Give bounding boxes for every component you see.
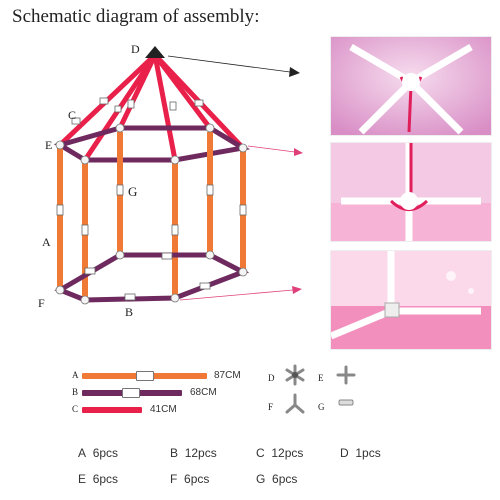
- base-connector-photo: [330, 250, 492, 350]
- pole-clips: [56, 97, 247, 301]
- counts-row-1: A 6pcs B 12pcs C 12pcs D 1pcs: [0, 446, 500, 464]
- count-b: B 12pcs: [170, 446, 217, 460]
- label-a: A: [42, 235, 51, 249]
- pole-b-letter: B: [72, 387, 79, 397]
- label-b: B: [125, 305, 134, 319]
- count-a: A 6pcs: [78, 446, 119, 460]
- pole-a-bar: [82, 371, 207, 381]
- side-connector-photo: [330, 142, 492, 242]
- label-f: F: [38, 296, 45, 310]
- star-connector-icon: [285, 364, 305, 386]
- count-c: C 12pcs: [256, 446, 304, 460]
- label-d: D: [131, 42, 140, 56]
- diagram-title: Schematic diagram of assembly:: [12, 6, 260, 27]
- callout-arrows: [167, 55, 303, 301]
- connector-g-letter: G: [318, 402, 325, 412]
- connector-f-letter: F: [268, 402, 274, 412]
- pole-c-letter: C: [72, 404, 79, 414]
- pole-a-letter: A: [72, 370, 79, 380]
- count-d: D 1pcs: [340, 446, 381, 460]
- connector-e-letter: E: [318, 373, 324, 383]
- tripod-connector-icon: [285, 393, 305, 414]
- pole-c-length: 41CM: [150, 404, 177, 415]
- label-e: E: [45, 138, 53, 152]
- top-cap-icon: [145, 46, 165, 58]
- roof-poles: [57, 52, 246, 163]
- pole-b-bar: [82, 388, 182, 398]
- count-f: F 6pcs: [170, 472, 210, 486]
- count-g: G 6pcs: [256, 472, 298, 486]
- cross-connector-icon: [336, 365, 356, 385]
- tent-schematic: [53, 46, 303, 305]
- joints: [55, 123, 248, 305]
- pole-c-bar: [82, 407, 142, 413]
- label-g: G: [128, 184, 138, 199]
- connector-d-letter: D: [268, 373, 275, 383]
- pole-a-length: 87CM: [214, 370, 241, 381]
- label-c: C: [68, 108, 77, 122]
- pole-b-length: 68CM: [190, 387, 217, 398]
- top-connector-photo: [330, 36, 492, 136]
- straight-connector-icon: [338, 399, 354, 406]
- count-e: E 6pcs: [78, 472, 119, 486]
- counts-row-2: E 6pcs F 6pcs G 6pcs: [0, 472, 500, 490]
